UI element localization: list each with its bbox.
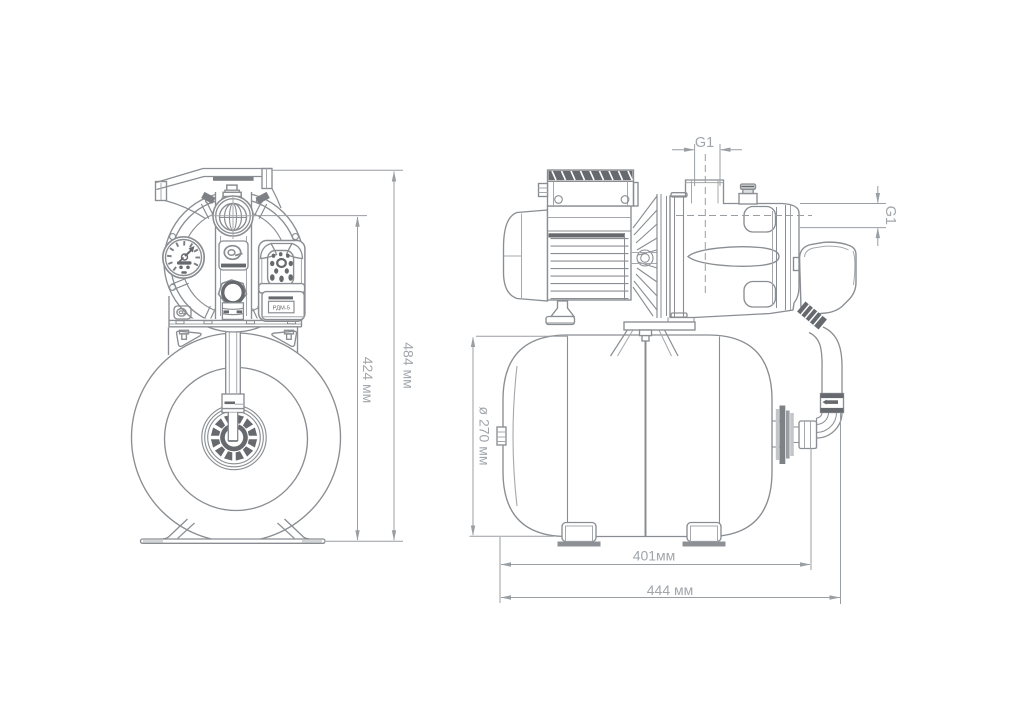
- svg-text:401мм: 401мм: [633, 548, 676, 564]
- svg-text:424 мм: 424 мм: [360, 357, 376, 404]
- svg-text:ø 270 мм: ø 270 мм: [477, 407, 493, 466]
- svg-text:444 мм: 444 мм: [647, 582, 694, 598]
- svg-text:РДМ-5: РДМ-5: [273, 306, 290, 312]
- svg-text:484 мм: 484 мм: [401, 342, 417, 389]
- svg-text:G1: G1: [882, 206, 898, 225]
- svg-text:G1: G1: [695, 135, 714, 151]
